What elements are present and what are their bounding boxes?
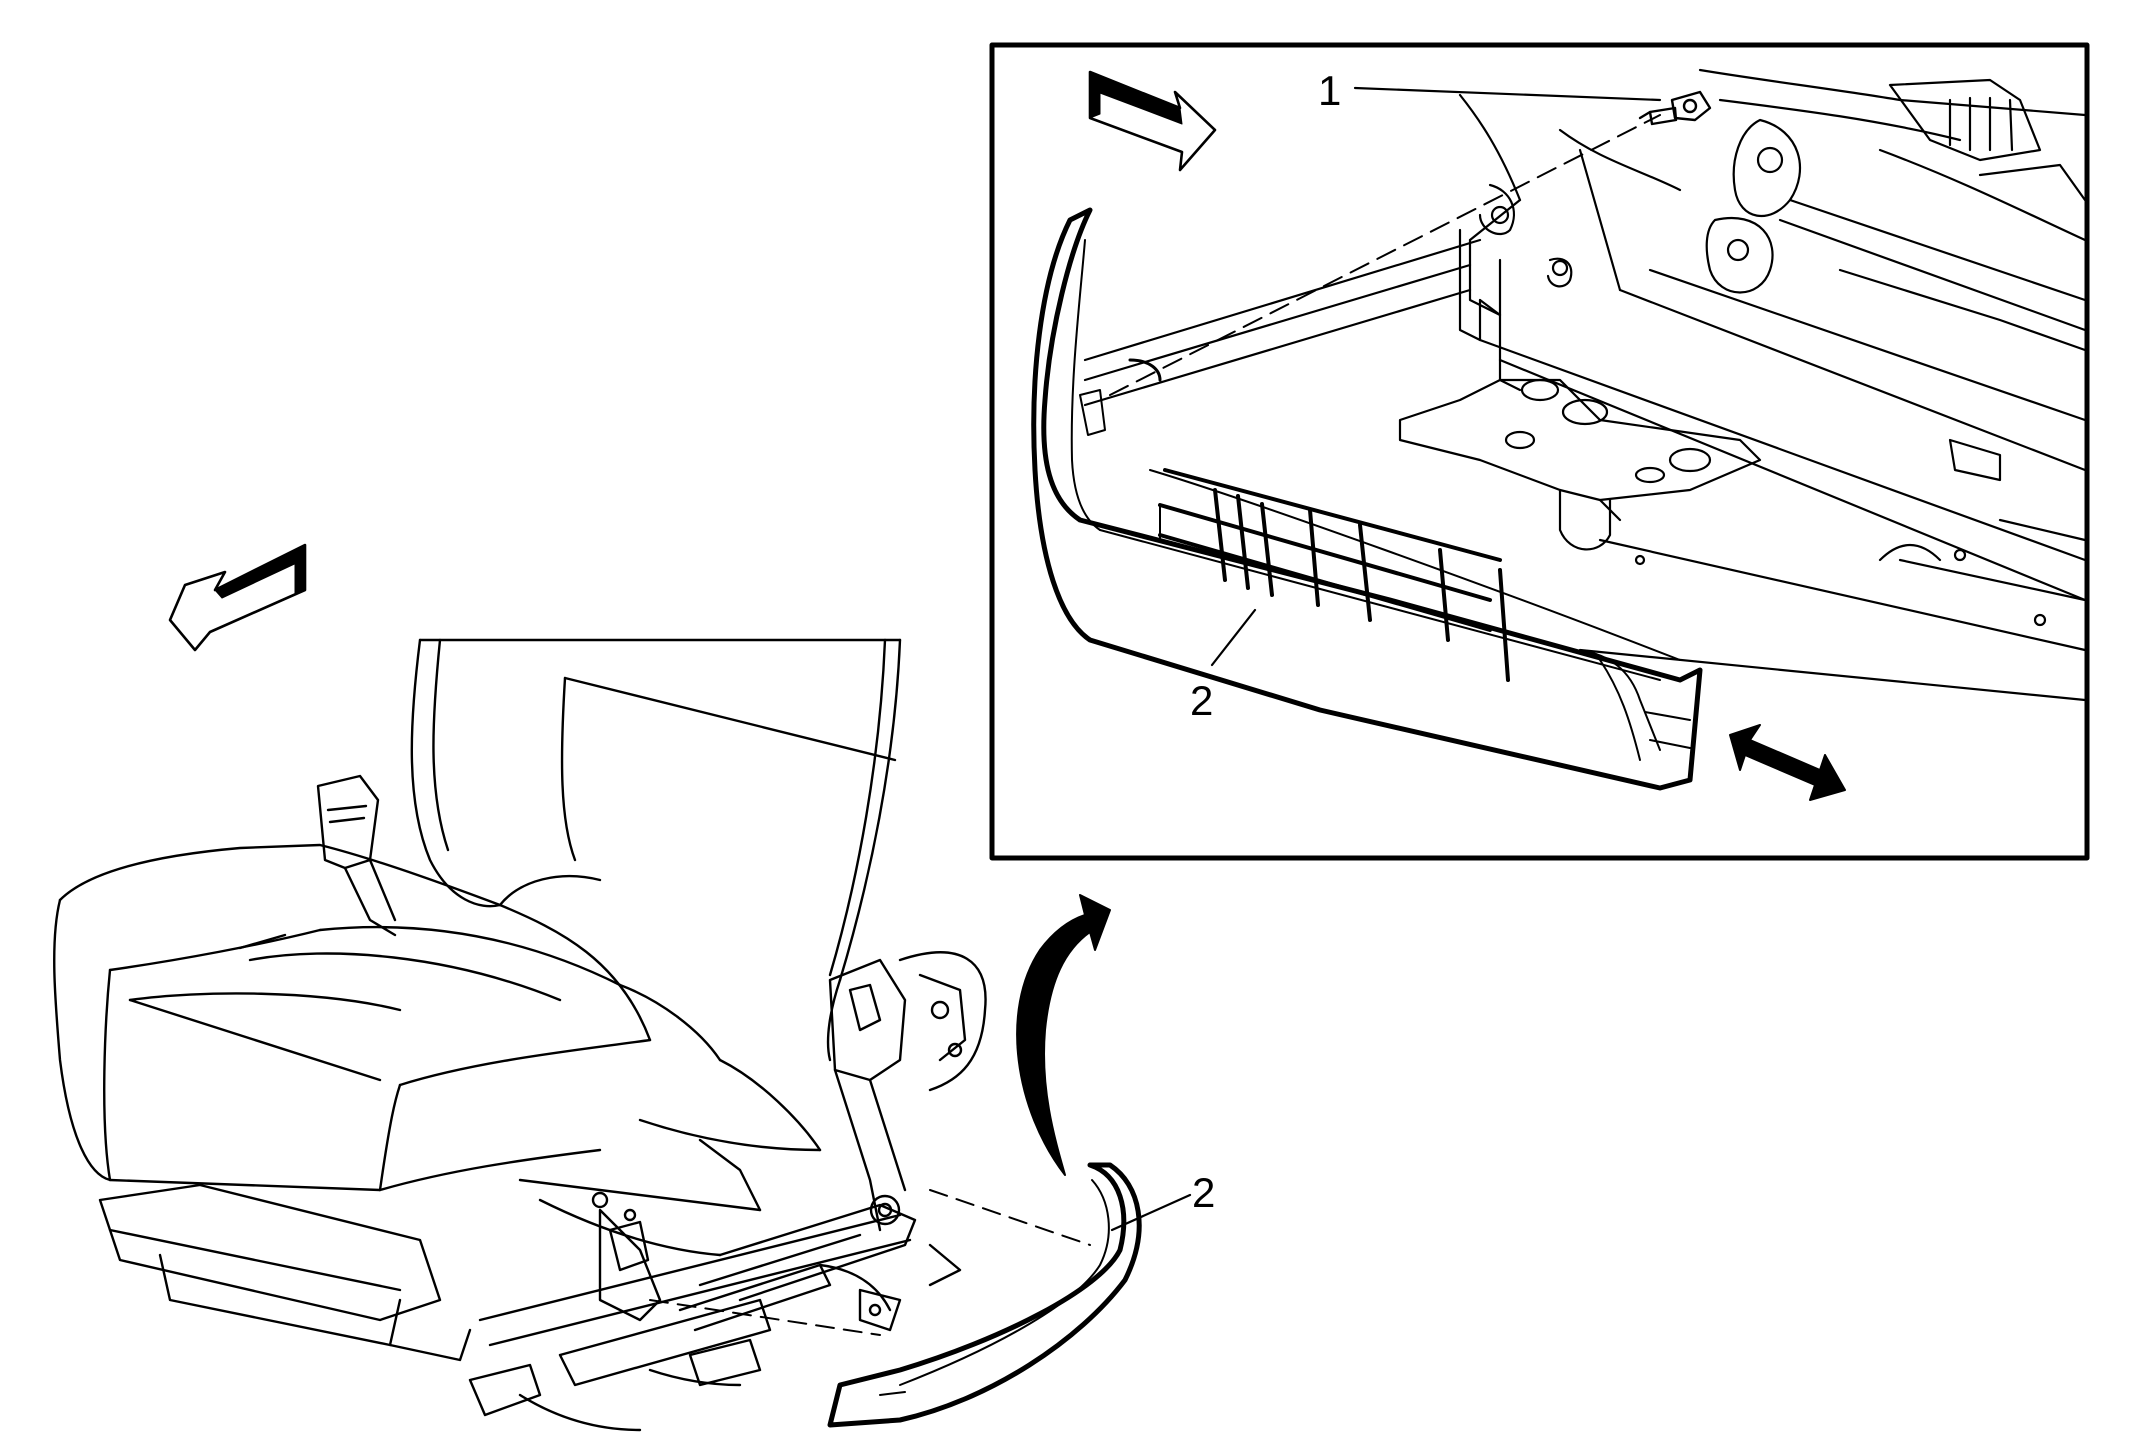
direction-arrow-icon [168,543,307,652]
curved-arrow-icon [1016,894,1111,1176]
callout-2-main: 2 [1192,1169,1216,1216]
leader-line-2-detail [1210,608,1257,667]
seat-adjuster [98,1183,962,1432]
seat-trim-cover-detail [1031,207,1703,791]
leader-line-main [1110,1193,1192,1232]
seat-trim-cover-main [827,1162,1142,1428]
direction-arrow-icon [1088,70,1217,172]
seat-assembly [53,638,987,1432]
fastener-screw [1638,90,1712,126]
detail-view-frame [989,42,2090,861]
alignment-lines-main [649,1189,1091,1336]
seat-back [410,638,902,1062]
seat-cushion [53,843,722,1192]
seat-frame [518,951,987,1322]
detail-view [1083,68,2087,702]
callout-2-detail: 2 [1190,677,1214,724]
double-headed-arrow-icon [1729,724,1846,801]
leader-line-1 [1353,86,1662,102]
alignment-line-detail [1109,114,1661,396]
callout-1: 1 [1318,67,1342,114]
